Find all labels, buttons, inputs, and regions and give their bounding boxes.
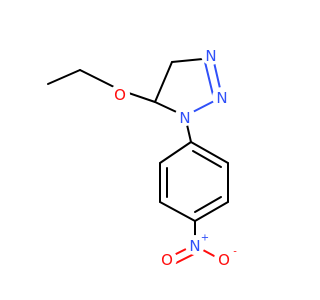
charge-plus: + [201, 233, 209, 244]
atom-label-n2: N [216, 89, 227, 107]
atom-label-n3: N [205, 47, 216, 65]
atom-n1: N [175, 106, 195, 127]
bond-ring-1 [190, 141, 229, 164]
bond-ch3-ch2 [47, 69, 81, 85]
charge-minus: - [233, 247, 237, 258]
atom-o-ether: O [110, 84, 130, 104]
atom-label-o-ether: O [114, 86, 126, 104]
atom-label-o-nitro-left: O [161, 251, 173, 269]
atom-label-o-nitro-right: O [218, 251, 230, 269]
bond-ring-double-1 [192, 150, 222, 168]
bond-ring-3 [194, 201, 229, 222]
atom-label-n1: N [179, 109, 190, 127]
atom-n2: N [212, 87, 232, 107]
atom-o-nitro-right: O - [214, 247, 237, 269]
bond-ring-double-2 [194, 196, 222, 213]
bond-c5-c4 [154, 61, 173, 103]
bond-ring-4 [159, 201, 196, 222]
bond-n-o-right [202, 249, 217, 258]
atom-n-nitro: N + [185, 233, 209, 255]
atom-label-n-nitro: N [189, 237, 200, 255]
atom-o-nitro-left: O [157, 249, 177, 269]
bond-ring-6 [159, 141, 192, 164]
molecule-structure: O N N N N + O O - [47, 45, 237, 269]
bond-n3-n2-b [204, 61, 215, 100]
atom-n3: N [201, 45, 221, 65]
